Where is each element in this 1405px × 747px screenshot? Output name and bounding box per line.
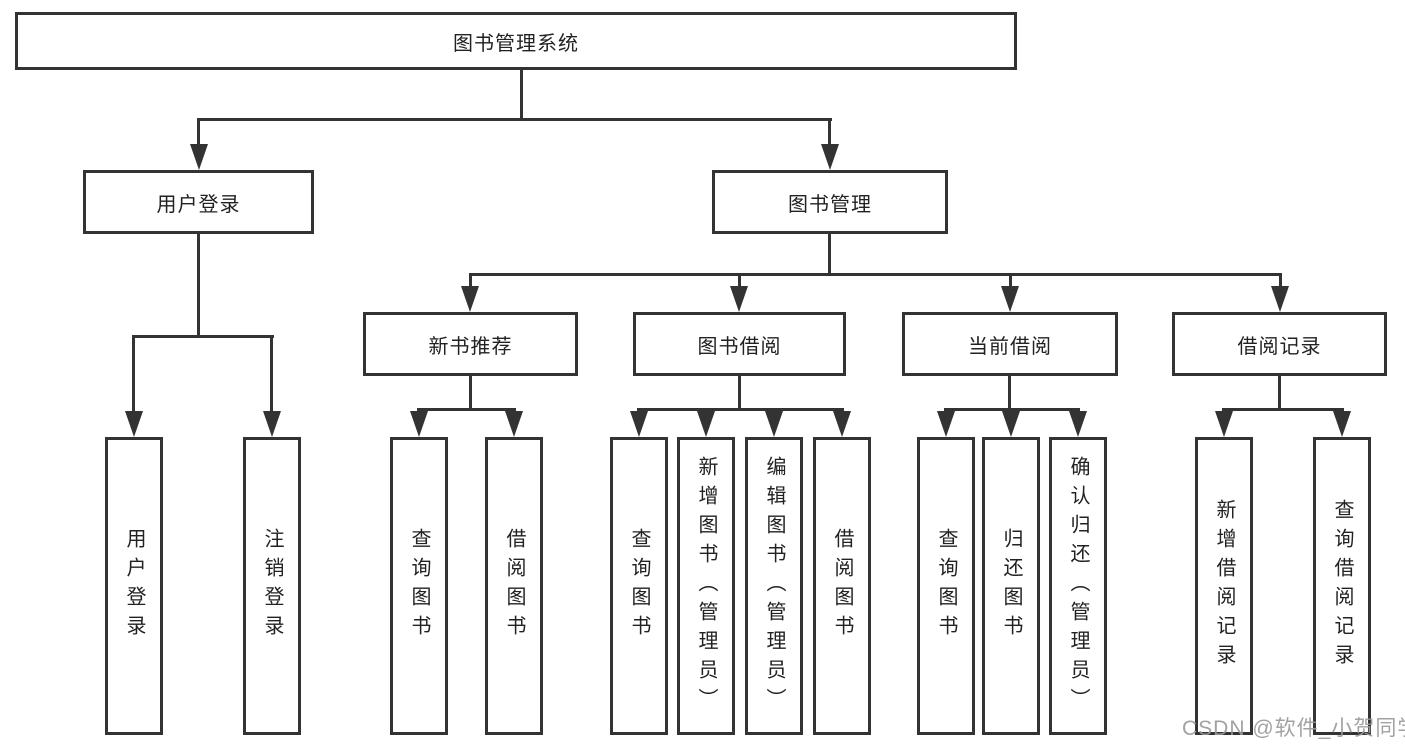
leaf-query-book-2: 查询图书 — [610, 437, 668, 735]
connector-rail — [417, 408, 516, 411]
node-label: 归还图书 — [1000, 528, 1022, 644]
connector-drop — [197, 118, 200, 150]
node-label: 注销登录 — [261, 528, 283, 644]
leaf-return-book: 归还图书 — [982, 437, 1040, 735]
leaf-borrow-book-1: 借阅图书 — [485, 437, 543, 735]
leaf-edit-book-admin: 编辑图书（管理员） — [745, 437, 803, 735]
connector-rail — [133, 335, 274, 338]
node-label: 借阅图书 — [503, 528, 525, 644]
arrowhead-down-icon — [125, 411, 143, 437]
node-new-book-recommend: 新书推荐 — [363, 312, 578, 376]
arrowhead-down-icon — [1069, 411, 1087, 437]
leaf-borrow-book-2: 借阅图书 — [813, 437, 871, 735]
arrowhead-down-icon — [765, 411, 783, 437]
connector-rail — [637, 408, 844, 411]
node-root: 图书管理系统 — [15, 12, 1017, 70]
connector-rail — [197, 118, 832, 121]
node-label: 图书管理系统 — [453, 32, 579, 55]
connector-stem — [738, 376, 741, 410]
node-book-borrow: 图书借阅 — [633, 312, 846, 376]
leaf-query-borrow-record: 查询借阅记录 — [1313, 437, 1371, 735]
leaf-confirm-return-admin: 确认归还（管理员） — [1049, 437, 1107, 735]
node-label: 图书借阅 — [697, 335, 782, 358]
connector-rail — [1222, 408, 1344, 411]
arrowhead-down-icon — [263, 411, 281, 437]
leaf-logout: 注销登录 — [243, 437, 301, 735]
arrowhead-down-icon — [630, 411, 648, 437]
connector-drop — [469, 273, 472, 289]
leaf-add-book-admin: 新增图书（管理员） — [677, 437, 735, 735]
node-label: 编辑图书（管理员） — [763, 455, 785, 717]
node-label: 用户登录 — [123, 528, 145, 644]
connector-drop — [1009, 273, 1012, 289]
node-label: 确认归还（管理员） — [1067, 455, 1089, 717]
node-label: 新增借阅记录 — [1213, 499, 1235, 673]
arrowhead-down-icon — [190, 144, 208, 170]
node-user-login: 用户登录 — [83, 170, 314, 234]
connector-drop — [828, 118, 831, 150]
arrowhead-down-icon — [505, 411, 523, 437]
arrowhead-down-icon — [1002, 411, 1020, 437]
arrowhead-down-icon — [1333, 411, 1351, 437]
node-label: 用户登录 — [156, 193, 241, 216]
node-label: 新书推荐 — [428, 335, 513, 358]
arrowhead-down-icon — [1215, 411, 1233, 437]
node-label: 新增图书（管理员） — [695, 455, 717, 717]
connector-drop — [1279, 273, 1282, 289]
connector-stem — [1008, 376, 1011, 410]
node-book-management: 图书管理 — [712, 170, 948, 234]
connector-drop — [132, 335, 135, 413]
connector-stem — [520, 70, 523, 118]
arrowhead-down-icon — [461, 286, 479, 312]
arrowhead-down-icon — [1271, 286, 1289, 312]
node-label: 查询借阅记录 — [1331, 499, 1353, 673]
arrowhead-down-icon — [821, 144, 839, 170]
leaf-add-borrow-record: 新增借阅记录 — [1195, 437, 1253, 735]
node-label: 当前借阅 — [968, 335, 1052, 358]
watermark: CSDN @软件_小贺同学 — [1182, 717, 1405, 740]
node-label: 查询图书 — [628, 528, 650, 644]
connector-rail — [469, 273, 1281, 276]
node-label: 查询图书 — [408, 528, 430, 644]
arrowhead-down-icon — [697, 411, 715, 437]
connector-stem — [197, 234, 200, 335]
arrowhead-down-icon — [833, 411, 851, 437]
leaf-query-book-1: 查询图书 — [390, 437, 448, 735]
node-label: 查询图书 — [935, 528, 957, 644]
arrowhead-down-icon — [730, 286, 748, 312]
node-label: 图书管理 — [788, 193, 872, 216]
connector-drop — [270, 335, 273, 413]
leaf-user-login: 用户登录 — [105, 437, 163, 735]
leaf-query-book-3: 查询图书 — [917, 437, 975, 735]
arrowhead-down-icon — [1001, 286, 1019, 312]
node-borrow-records: 借阅记录 — [1172, 312, 1387, 376]
connector-stem — [469, 376, 472, 410]
connector-drop — [738, 273, 741, 289]
node-label: 借阅图书 — [831, 528, 853, 644]
arrowhead-down-icon — [937, 411, 955, 437]
node-label: 借阅记录 — [1237, 335, 1322, 358]
connector-rail — [944, 408, 1080, 411]
connector-stem — [1278, 376, 1281, 410]
node-current-borrow: 当前借阅 — [902, 312, 1118, 376]
arrowhead-down-icon — [410, 411, 428, 437]
connector-stem — [828, 234, 831, 275]
